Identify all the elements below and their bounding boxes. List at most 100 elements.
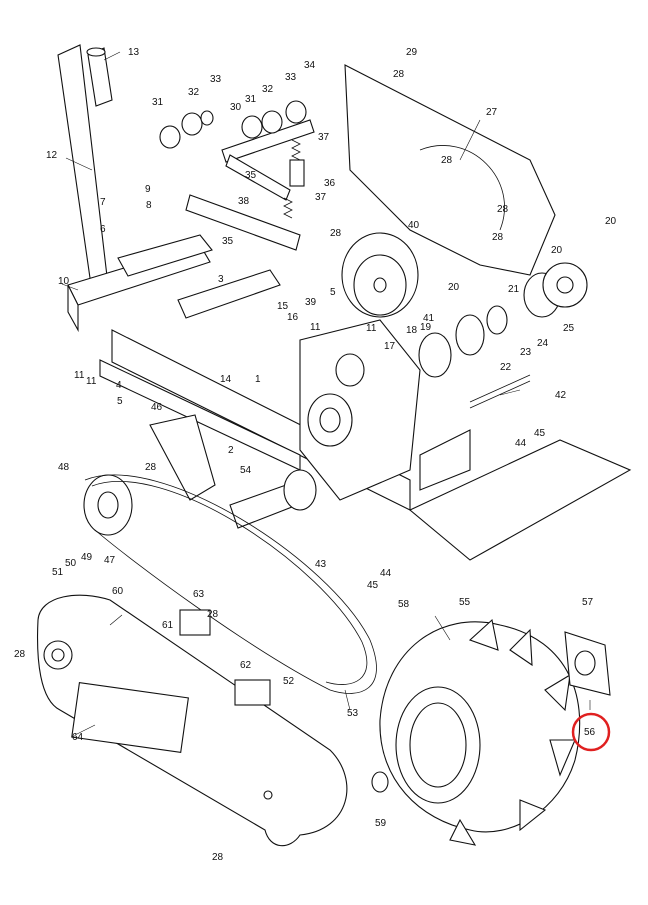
callout-37: 37 — [315, 192, 327, 203]
callout-46: 46 — [151, 402, 163, 413]
callout-11: 11 — [74, 370, 85, 381]
callout-44: 44 — [380, 568, 392, 579]
callout-40: 40 — [408, 220, 420, 231]
callout-28: 28 — [330, 228, 342, 239]
highlight-circle — [571, 712, 611, 752]
callout-33: 33 — [285, 72, 297, 83]
callout-38: 38 — [238, 196, 250, 207]
callout-60: 60 — [112, 586, 124, 597]
callout-44: 44 — [515, 438, 527, 449]
belt-pulley-47 — [83, 414, 216, 536]
callout-27: 27 — [486, 107, 498, 118]
callout-63: 63 — [193, 589, 205, 600]
callout-53: 53 — [347, 708, 359, 719]
callout-23: 23 — [520, 347, 532, 358]
callout-32: 32 — [188, 87, 200, 98]
callout-7: 7 — [100, 197, 106, 208]
callout-28: 28 — [497, 204, 509, 215]
callout-19: 19 — [420, 322, 432, 333]
callout-57: 57 — [582, 597, 594, 608]
callout-28: 28 — [492, 232, 504, 243]
callout-41: 41 — [423, 313, 435, 324]
callout-31: 31 — [245, 94, 257, 105]
belt-cover-60 — [37, 594, 348, 847]
callout-52: 52 — [283, 676, 295, 687]
callout-11: 11 — [86, 376, 97, 387]
callout-8: 8 — [146, 200, 152, 211]
callout-15: 15 — [277, 301, 289, 312]
tire-wheel-55 — [371, 618, 581, 846]
callout-29: 29 — [406, 47, 418, 58]
callout-28: 28 — [207, 609, 219, 620]
callout-21: 21 — [508, 284, 520, 295]
v-belt — [84, 474, 377, 694]
pulley-41 — [341, 232, 419, 318]
hub-flange-56 — [564, 631, 611, 696]
callout-28: 28 — [441, 155, 453, 166]
callout-11: 11 — [310, 322, 321, 333]
callout-42: 42 — [555, 390, 567, 401]
callout-50: 50 — [65, 558, 77, 569]
callout-36: 36 — [324, 178, 336, 189]
callout-59: 59 — [375, 818, 387, 829]
callout-51: 51 — [52, 567, 64, 578]
callout-62: 62 — [240, 660, 252, 671]
callout-64: 64 — [72, 732, 84, 743]
callout-54: 54 — [240, 465, 252, 476]
callout-32: 32 — [262, 84, 274, 95]
callout-25: 25 — [563, 323, 575, 334]
callout-49: 49 — [81, 552, 93, 563]
callout-13: 13 — [128, 47, 140, 58]
callout-33: 33 — [210, 74, 222, 85]
callout-39: 39 — [305, 297, 317, 308]
callout-1: 1 — [255, 374, 261, 385]
callout-28: 28 — [212, 852, 224, 863]
callout-47: 47 — [104, 555, 116, 566]
rear-bracket — [408, 429, 632, 561]
callout-30: 30 — [230, 102, 242, 113]
callout-55: 55 — [459, 597, 471, 608]
callout-48: 48 — [58, 462, 70, 473]
callout-5: 5 — [330, 287, 336, 298]
callout-10: 10 — [58, 276, 70, 287]
callout-16: 16 — [287, 312, 299, 323]
callout-24: 24 — [537, 338, 549, 349]
handle-bar — [57, 44, 113, 293]
callout-14: 14 — [220, 374, 232, 385]
callout-4: 4 — [116, 380, 122, 391]
callout-12: 12 — [46, 150, 58, 161]
callout-5: 5 — [117, 396, 123, 407]
callout-3: 3 — [218, 274, 224, 285]
callout-9: 9 — [145, 184, 151, 195]
callout-31: 31 — [152, 97, 164, 108]
callout-11: 11 — [366, 323, 377, 334]
callout-28: 28 — [14, 649, 26, 660]
callout-56: 56 — [584, 727, 596, 738]
callout-28: 28 — [145, 462, 157, 473]
callout-61: 61 — [162, 620, 174, 631]
callout-35: 35 — [222, 236, 234, 247]
leader-lines — [61, 51, 591, 736]
right-housing — [344, 64, 556, 276]
callout-28: 28 — [393, 69, 405, 80]
callout-18: 18 — [406, 325, 418, 336]
callout-45: 45 — [534, 428, 546, 439]
callout-37: 37 — [318, 132, 330, 143]
callout-35: 35 — [245, 170, 257, 181]
callout-22: 22 — [500, 362, 512, 373]
callout-20: 20 — [605, 216, 617, 227]
callout-17: 17 — [384, 341, 396, 352]
callout-20: 20 — [551, 245, 563, 256]
clutch-assembly — [418, 262, 588, 378]
upper-lever-assembly — [159, 100, 315, 251]
callout-58: 58 — [398, 599, 410, 610]
callout-2: 2 — [228, 445, 234, 456]
callout-20: 20 — [448, 282, 460, 293]
callout-6: 6 — [100, 224, 106, 235]
callout-34: 34 — [304, 60, 316, 71]
shaft-42 — [469, 374, 531, 409]
callout-45: 45 — [367, 580, 379, 591]
